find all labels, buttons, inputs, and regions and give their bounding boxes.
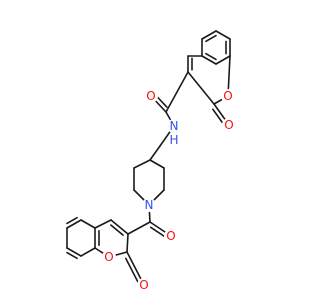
bond-t3-t4 [215,55,231,65]
bond-t1-t2 [215,30,231,40]
bond-p6-p1 [133,159,151,169]
bond-bb1-bb2 [66,219,82,229]
bond-b4-b3-inner [110,224,124,236]
bond-t4-t5-inner [205,52,217,61]
molecule-diagram: O O O N N H O O [66,30,236,292]
bond-b3-b2 [126,233,129,253]
bond-bb3-bb4-inner [66,251,78,260]
bond-t6-t1-inner [205,34,217,43]
atom-label: N [170,119,179,133]
atom-o-oxo-top: O [222,118,236,132]
atom-o-ring-top: O [221,89,235,103]
bond-t4-t5 [201,55,217,65]
bond-p1-p2 [149,159,165,169]
atom-o-amide: O [144,89,158,103]
bond-bb1-bb2-inner [66,216,78,225]
atom-label: O [223,89,232,103]
atom-h-amide: H [168,133,180,147]
atom-label: O [139,278,148,292]
atom-label: O [146,89,155,103]
bond-b4-b3 [110,219,129,235]
atom-label: H [169,133,178,147]
bond-t9-cA [165,71,189,113]
atom-o-ketone-bottom: O [164,229,178,243]
bond-t6-t1 [201,30,217,40]
molecule-structure: O O O N N H O O [66,30,236,292]
bond-cK-oK-inner [149,226,167,239]
bond-ch2-c4 [149,145,161,161]
atom-label: N [145,198,154,212]
bond-layer [66,30,231,286]
atom-label: O [224,118,233,132]
bond-tC2-t9 [187,71,215,105]
bond-bb3-bb4 [66,247,82,257]
atom-o-ring-bottom: O [102,250,116,264]
atom-label: O [166,229,175,243]
bond-tC2-oOxoTop-inner [212,108,225,126]
atom-label: O [104,250,113,264]
bond-b2-bo2-inner [125,257,139,284]
bond-b4a-bb1 [80,219,96,229]
atom-o-oxo-bottom: O [137,278,151,292]
atom-label-layer: O O O N N H O O [102,89,236,292]
atom-n-piperidine: N [142,198,156,212]
atom-n-amide: N [167,119,181,133]
bond-b4a-b4 [94,219,112,229]
bond-cK-b3 [127,221,151,235]
bond-bb4-b8a [80,247,96,257]
